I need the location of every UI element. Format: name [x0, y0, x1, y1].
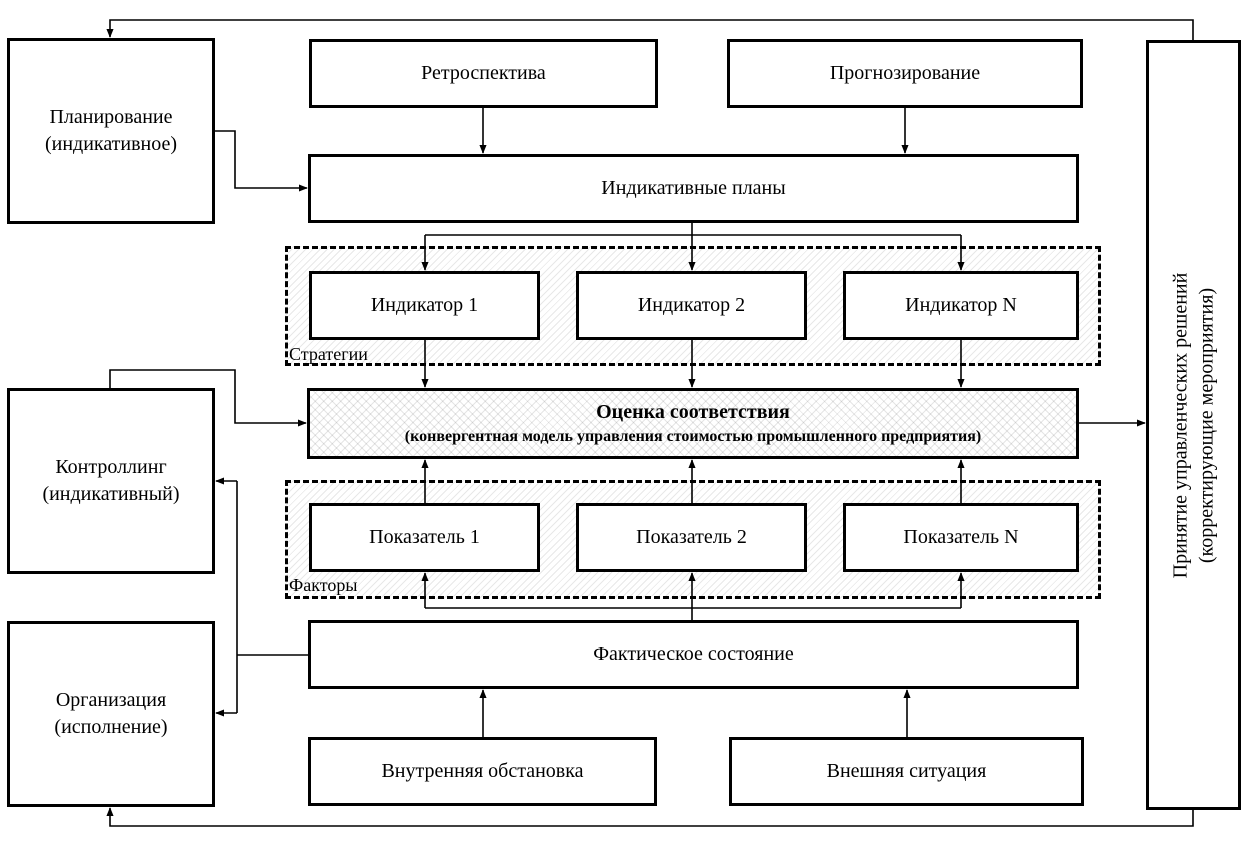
- assessment-title: Оценка соответствия: [596, 401, 790, 424]
- metric-n-block: Показатель N: [843, 503, 1079, 572]
- decisions-label-line2: (корректирующие мероприятия): [1195, 287, 1217, 564]
- controlling-block: Контроллинг (индикативный): [7, 388, 215, 574]
- metric-2-label: Показатель 2: [636, 526, 747, 548]
- arrow-decisions-to-organization: [106, 807, 1194, 827]
- indicator-n-block: Индикатор N: [843, 271, 1079, 340]
- indicator-1-block: Индикатор 1: [309, 271, 540, 340]
- factors-label: Факторы: [289, 575, 358, 595]
- strategies-label: Стратегии: [289, 344, 368, 364]
- assessment-subtitle: (конвергентная модель управления стоимос…: [404, 428, 982, 446]
- planning-block: Планирование (индикативное): [7, 38, 215, 224]
- controlling-label: Контроллинг (индикативный): [42, 456, 180, 505]
- internal-environment-label: Внутренняя обстановка: [381, 760, 584, 782]
- indicative-plans-label: Индикативные планы: [601, 177, 786, 199]
- forecasting-block: Прогнозирование: [727, 39, 1083, 108]
- external-situation-label: Внешняя ситуация: [826, 760, 987, 782]
- indicator-1-label: Индикатор 1: [370, 294, 479, 316]
- assessment-block: Оценка соответствия (конвергентная модел…: [307, 388, 1079, 459]
- decisions-label-line1: Принятие управленческих решений: [1169, 272, 1191, 579]
- actual-state-block: Фактическое состояние: [308, 620, 1079, 689]
- retrospective-label: Ретроспектива: [421, 62, 546, 84]
- decisions-label-group: Принятие управленческих решений (коррект…: [1146, 41, 1241, 811]
- indicator-n-label: Индикатор N: [905, 294, 1017, 316]
- indicative-plans-block: Индикативные планы: [308, 154, 1079, 223]
- indicator-2-block: Индикатор 2: [576, 271, 807, 340]
- metric-2-block: Показатель 2: [576, 503, 807, 572]
- metric-n-label: Показатель N: [903, 526, 1019, 548]
- organization-label: Организация (исполнение): [54, 689, 168, 738]
- internal-environment-block: Внутренняя обстановка: [308, 737, 657, 806]
- actual-state-label: Фактическое состояние: [593, 643, 794, 665]
- planning-label: Планирование (индикативное): [44, 106, 178, 155]
- arrow-planning-to-plans: [215, 130, 308, 192]
- organization-block: Организация (исполнение): [7, 621, 215, 807]
- retrospective-block: Ретроспектива: [309, 39, 658, 108]
- metric-1-label: Показатель 1: [369, 526, 480, 548]
- indicator-2-label: Индикатор 2: [637, 294, 746, 316]
- arrow-decisions-to-planning: [106, 19, 1194, 40]
- forecasting-label: Прогнозирование: [829, 62, 981, 84]
- external-situation-block: Внешняя ситуация: [729, 737, 1084, 806]
- metric-1-block: Показатель 1: [309, 503, 540, 572]
